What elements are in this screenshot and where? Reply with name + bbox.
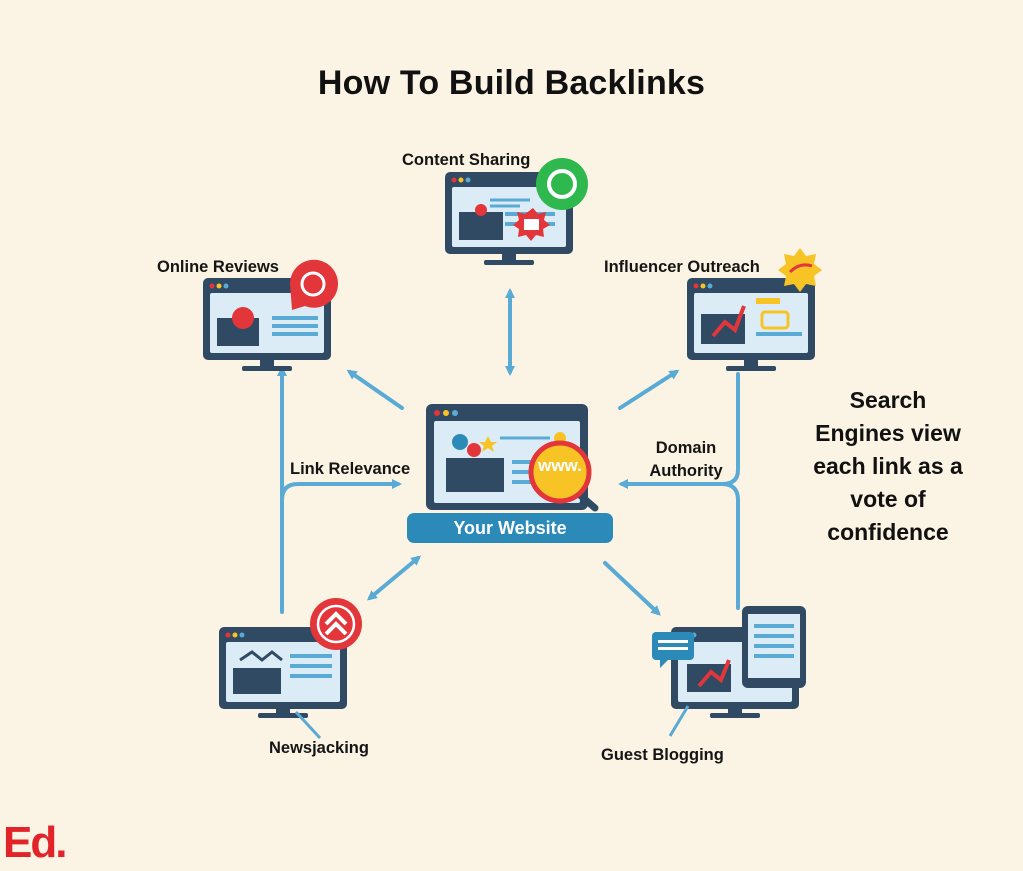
chat-bubble-icon (536, 158, 588, 210)
arrow-online-reviews (346, 369, 404, 410)
magnifier-icon (528, 440, 599, 512)
newsjacking-monitor (219, 598, 362, 740)
label-link-relevance: Link Relevance (290, 460, 411, 478)
online-reviews-monitor (203, 259, 338, 371)
side-note: Search Engines view each link as a vote … (813, 387, 963, 545)
your-website-monitor (426, 404, 599, 512)
arrow-guest-blogging (603, 561, 661, 616)
user-bubble-icon (289, 259, 338, 310)
brand-logo: Ed. (3, 818, 67, 867)
label-guest-blogging: Guest Blogging (601, 746, 724, 764)
arrow-influencer-outreach (618, 369, 680, 410)
page-title: How To Build Backlinks (317, 64, 706, 102)
connector-arrows (277, 288, 740, 616)
your-website-label: Your Website (407, 513, 613, 543)
influencer-outreach-monitor (687, 248, 822, 371)
www-badge: www. (538, 456, 582, 475)
label-domain-authority: Domain Authority (649, 439, 723, 480)
speech-bubble-icon (652, 632, 694, 668)
arrow-link-relevance-trunk (280, 479, 402, 614)
chevron-up-icon (310, 598, 362, 650)
guest-blogging-monitor (652, 606, 806, 737)
content-sharing-monitor (445, 158, 588, 265)
label-online-reviews: Online Reviews (157, 258, 279, 276)
megaphone-burst-icon (778, 248, 822, 292)
badge-burst-icon (513, 208, 550, 241)
label-influencer-outreach: Influencer Outreach (604, 258, 760, 276)
arrow-domain-authority-lower (720, 482, 740, 610)
label-newsjacking: Newsjacking (269, 739, 369, 757)
label-content-sharing: Content Sharing (402, 151, 531, 169)
tablet-icon (742, 606, 806, 688)
arrow-newsjacking (366, 555, 422, 601)
